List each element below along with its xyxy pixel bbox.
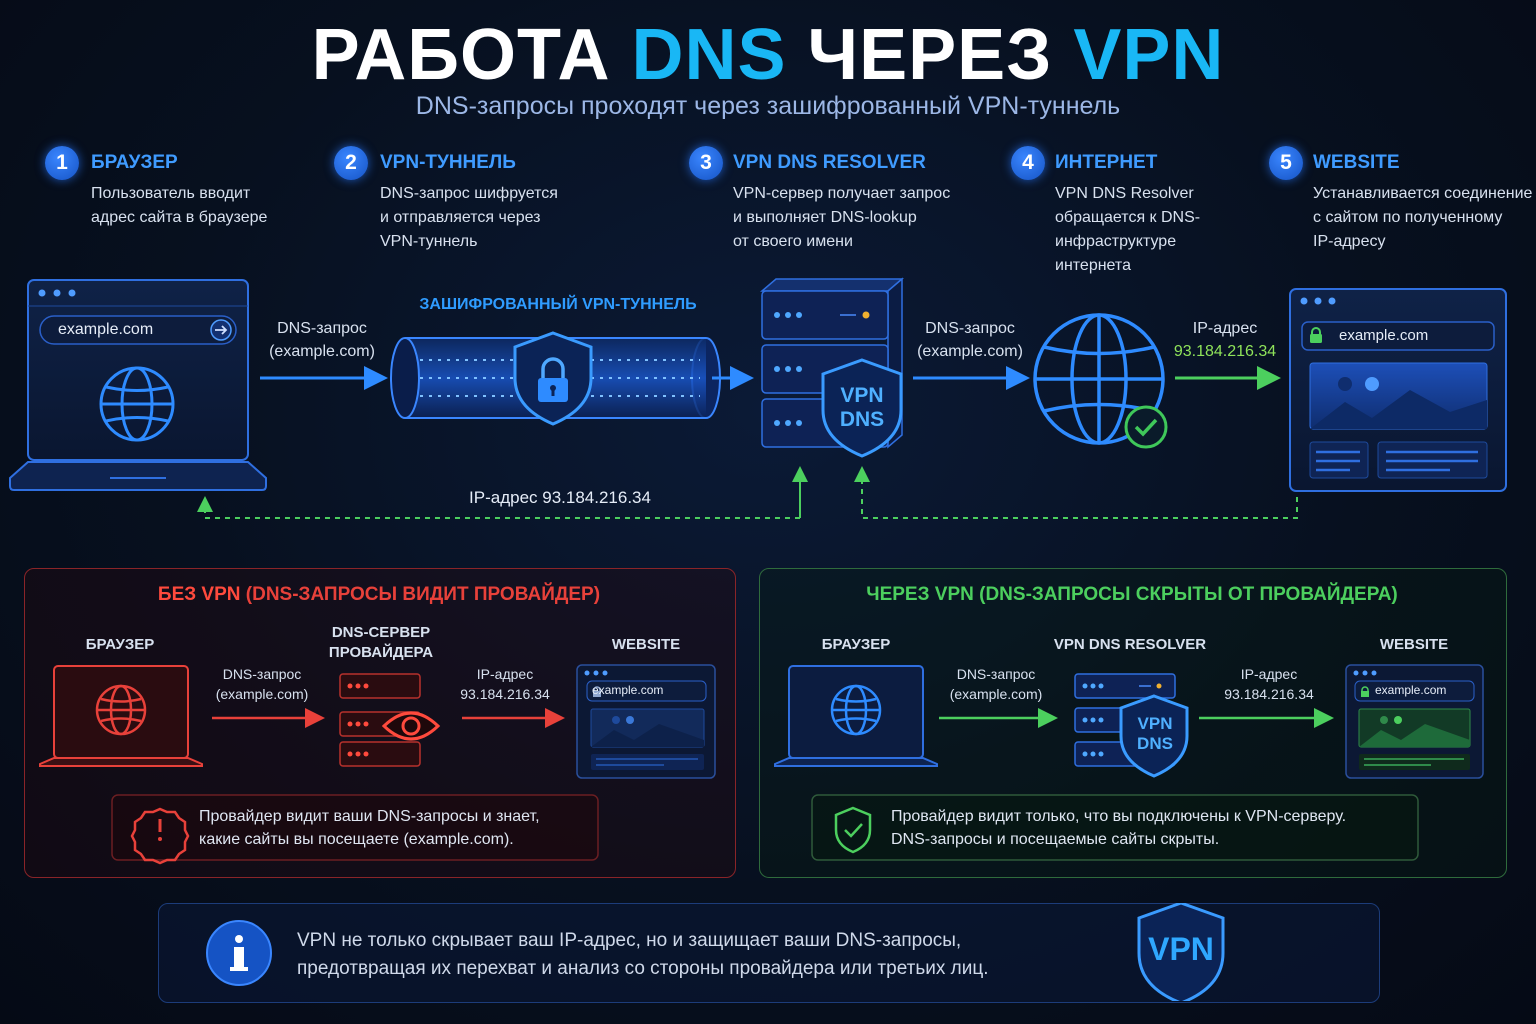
step-title: VPN-ТУННЕЛЬ [380,152,516,173]
shield-icon [821,358,903,458]
website-url-text: example.com [1339,327,1429,344]
browser-label: БРАУЗЕР [821,636,891,653]
info-text: VPN не только скрывает ваш IP-адрес, но … [297,930,989,979]
step-title: БРАУЗЕР [91,152,178,173]
alert-icon [130,807,190,865]
step-number: 1 [45,146,79,180]
step-number: 2 [334,146,368,180]
internet-globe [1033,313,1168,449]
dns-request-label: DNS-запрос(example.com) [269,320,375,360]
website-window [576,664,716,779]
dns-request-label-2: DNS-запрос(example.com) [917,320,1023,360]
website-window [1345,664,1484,779]
page-subtitle: DNS-запросы проходят через зашифрованный… [415,92,1121,120]
info-box [811,794,1419,861]
page-title: РАБОТА DNS ЧЕРЕЗ VPN [311,15,1225,95]
vpn-dns-server [1074,673,1189,778]
vpn-shield-icon [1137,903,1225,1001]
tunnel-label: ЗАШИФРОВАННЫЙ VPN-ТУННЕЛЬ [419,296,697,313]
with-vpn-diagram [774,664,1484,861]
eye-icon [381,711,441,741]
lock-icon [1310,327,1322,343]
isp-dns-server [339,673,441,767]
browser-label: БРАУЗЕР [85,636,155,653]
vpn-shield-label: VPN [1148,931,1214,967]
browser-laptop [774,665,938,767]
return-path-2 [854,466,1298,519]
browser-laptop [39,665,203,767]
shield-check-icon [834,806,872,854]
with-vpn-heading: ЧЕРЕЗ VPN (DNS-ЗАПРОСЫ СКРЫТЫ ОТ ПРОВАЙД… [866,584,1398,605]
vpn-dns-server [759,277,905,458]
warning-text: Провайдер видит ваши DNS-запросы и знает… [199,808,540,848]
step-number: 3 [689,146,723,180]
lock-icon [538,357,568,402]
without-vpn-heading: БЕЗ VPN (DNS-ЗАПРОСЫ ВИДИТ ПРОВАЙДЕР) [157,584,601,605]
return-ip-label: IP-адрес 93.184.216.34 [469,488,651,507]
info-bar-icons [206,903,1225,1001]
url-text: example.com [1375,683,1447,697]
step-number: 5 [1269,146,1303,180]
url-text: example.com [58,321,154,338]
globe-icon [95,684,147,736]
warning-box [111,794,599,861]
info-icon [206,920,272,986]
globe-icon [830,684,882,736]
dns-request-label: DNS-запрос(example.com) [949,666,1043,702]
shield-icon [513,331,593,426]
without-vpn-diagram [39,664,716,865]
shield-icon [1119,694,1189,778]
website-label: WEBSITE [1379,636,1449,653]
website-label: WEBSITE [611,636,681,653]
website-window [1289,288,1507,492]
info-text: Провайдер видит только, что вы подключен… [891,808,1347,848]
globe-icon [1033,313,1165,445]
vpn-dns-resolver-label: VPN DNS RESOLVER [1053,636,1207,653]
step-number: 4 [1011,146,1045,180]
dns-request-label: DNS-запрос(example.com) [215,666,309,702]
globe-icon [99,366,175,442]
check-icon [1124,405,1168,449]
arrow-right-icon [215,325,228,335]
step-title: WEBSITE [1313,152,1400,173]
browser-laptop [9,279,267,491]
url-text: example.com [592,683,664,697]
vpn-tunnel [390,331,721,426]
step-title: ИНТЕРНЕТ [1055,152,1158,173]
step-title: VPN DNS RESOLVER [733,152,926,173]
